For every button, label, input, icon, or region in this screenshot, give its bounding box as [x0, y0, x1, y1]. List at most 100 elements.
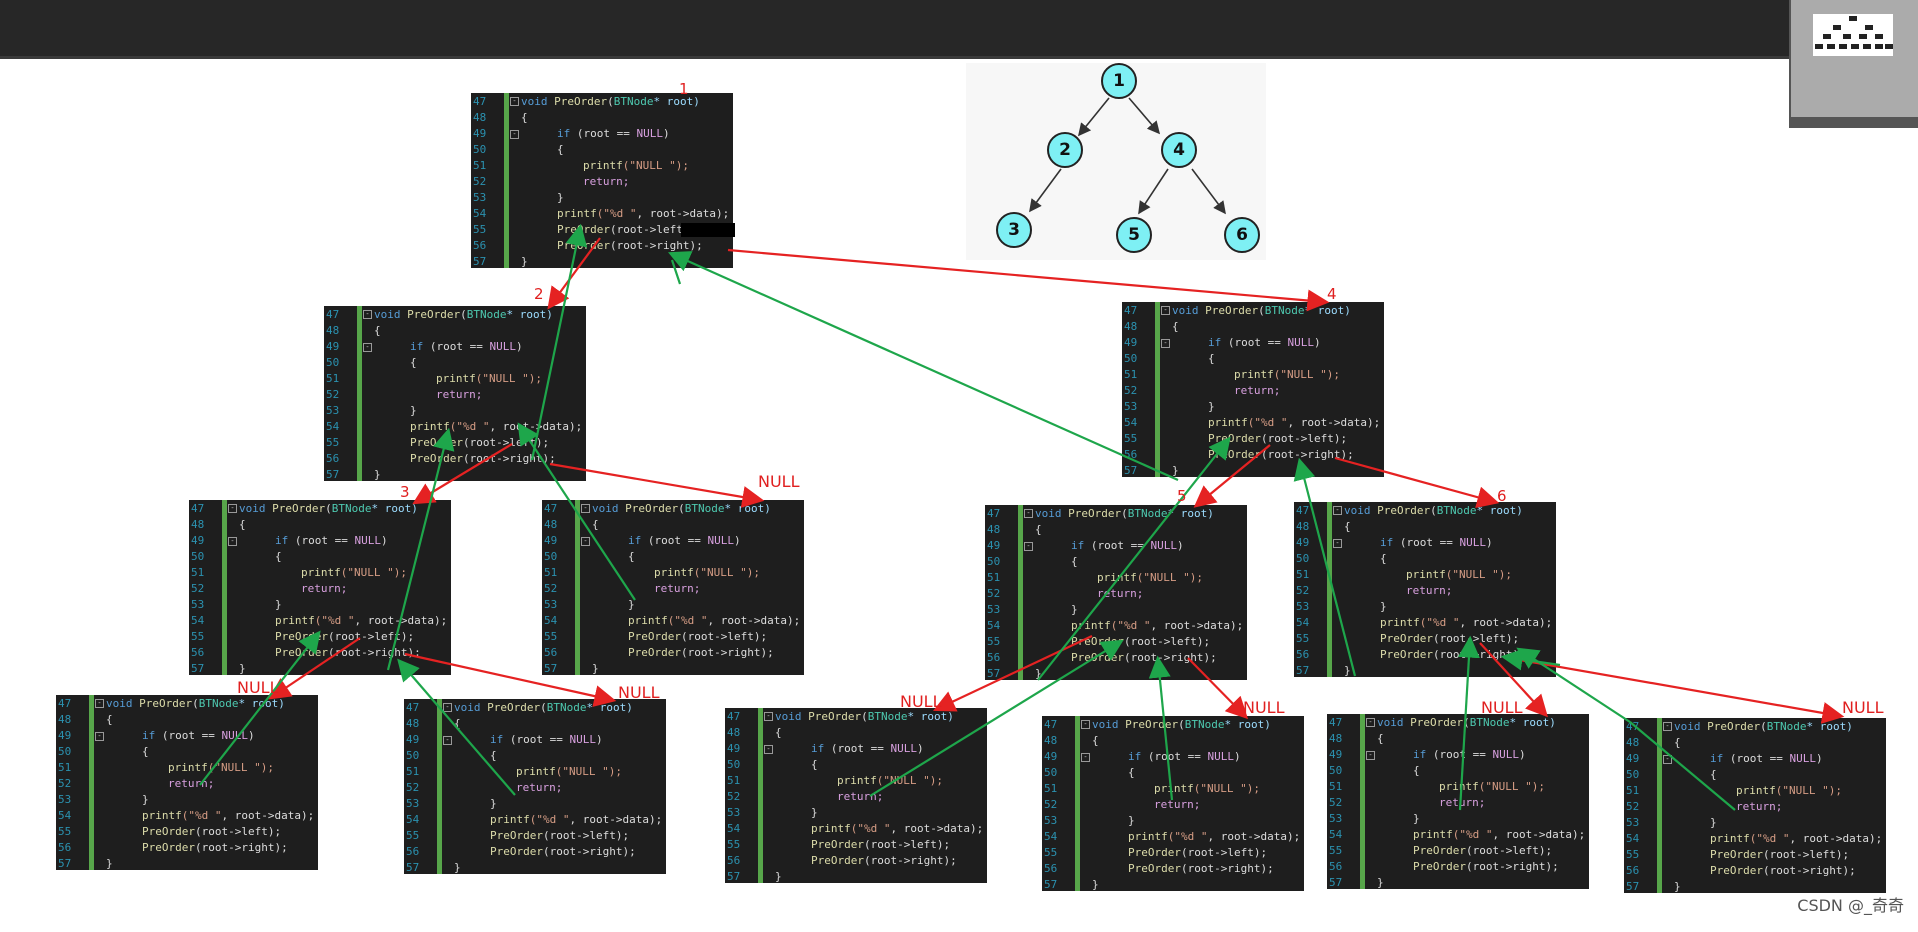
function-name: PreOrder: [487, 701, 541, 714]
code-constant: NULL: [1459, 536, 1486, 549]
code-text: , root->data);: [489, 420, 583, 433]
line-number: 54: [191, 614, 205, 627]
function-name: printf: [301, 566, 341, 579]
line-number: 57: [1296, 664, 1310, 677]
code-string: ("%d ": [181, 809, 222, 822]
call-label-2: 2: [534, 285, 544, 303]
code-text: ): [595, 733, 603, 746]
function-name: PreOrder: [1707, 720, 1761, 733]
line-number: 52: [1044, 798, 1058, 811]
code-text: }: [628, 598, 635, 611]
code-text: {: [1674, 736, 1681, 749]
function-name: PreOrder: [1128, 862, 1181, 875]
code-text: ): [1518, 748, 1526, 761]
code-string: ("%d ": [1110, 619, 1151, 632]
function-name: PreOrder: [1128, 846, 1181, 859]
code-text: }: [1035, 667, 1042, 680]
function-name: PreOrder: [628, 630, 681, 643]
function-name: PreOrder: [628, 646, 681, 659]
line-number: 54: [326, 420, 340, 433]
type-name: BTNode: [1264, 304, 1305, 317]
code-text: (root->right);: [863, 854, 957, 867]
code-string: ("NULL ");: [1445, 568, 1512, 581]
line-number: 53: [473, 191, 487, 204]
function-name: PreOrder: [142, 825, 195, 838]
function-name: PreOrder: [139, 697, 193, 710]
code-text: , root->data);: [354, 614, 448, 627]
code-text: (root ==: [641, 534, 708, 547]
code-string: ("%d ": [314, 614, 355, 627]
line-number: 57: [191, 662, 205, 675]
line-number: 52: [1296, 584, 1310, 597]
line-number: 56: [727, 854, 741, 867]
function-name: PreOrder: [1125, 718, 1179, 731]
line-number: 49: [544, 534, 558, 547]
minimap-thumbnail[interactable]: [1789, 0, 1918, 128]
code-text: {: [454, 717, 461, 730]
code-text: (root->left);: [1180, 846, 1268, 859]
code-constant: NULL: [221, 729, 248, 742]
line-number: 54: [58, 809, 72, 822]
line-number: 47: [1044, 718, 1058, 731]
code-text: }: [775, 870, 782, 883]
code-text: }: [1710, 816, 1717, 829]
line-number: 54: [1044, 830, 1058, 843]
call-label-6: 6: [1497, 487, 1507, 505]
line-number: 47: [58, 697, 72, 710]
code-string: ("NULL ");: [207, 761, 274, 774]
line-number: 55: [58, 825, 72, 838]
code-text: (root->right);: [542, 845, 636, 858]
code-constant: NULL: [1287, 336, 1314, 349]
code-keyword: void: [1172, 304, 1199, 317]
line-number: 52: [987, 587, 1001, 600]
code-keyword: if: [1128, 750, 1142, 763]
top-toolbar: [0, 0, 1790, 59]
code-text: {: [1413, 764, 1420, 777]
code-text: (root ==: [155, 729, 222, 742]
line-number: 47: [1296, 504, 1310, 517]
line-number: 51: [326, 372, 340, 385]
code-text: }: [490, 797, 497, 810]
function-name: printf: [1208, 416, 1248, 429]
function-name: PreOrder: [407, 308, 461, 321]
code-text: , root->data);: [221, 809, 315, 822]
code-text: {: [1035, 523, 1042, 536]
code-constant: NULL: [354, 534, 381, 547]
code-text: (root ==: [1426, 748, 1493, 761]
code-text: (root->right);: [1762, 864, 1856, 877]
code-text: (root->right);: [462, 452, 556, 465]
code-string: ("NULL ");: [475, 372, 542, 385]
line-number: 47: [987, 507, 1001, 520]
code-text: {: [1071, 555, 1078, 568]
line-number: 53: [191, 598, 205, 611]
code-keyword: if: [490, 733, 504, 746]
return-arrow: [667, 251, 1179, 482]
code-string: ("%d ": [449, 420, 490, 433]
code-constant: NULL: [1207, 750, 1234, 763]
line-number: 55: [1626, 848, 1640, 861]
tree-edge: [1128, 97, 1161, 135]
code-keyword: if: [1380, 536, 1394, 549]
line-number: 52: [58, 777, 72, 790]
line-number: 57: [1626, 880, 1640, 893]
type-name: BTNode: [613, 95, 654, 108]
code-text: ): [733, 534, 741, 547]
line-number: 52: [326, 388, 340, 401]
line-number: 57: [1044, 878, 1058, 891]
code-text: , root->data);: [1287, 416, 1381, 429]
code-keyword: return;: [1097, 587, 1144, 600]
code-text: (root->left);: [327, 630, 415, 643]
line-number: 50: [1044, 766, 1058, 779]
param-text: * root): [1224, 718, 1271, 731]
code-string: ("NULL ");: [340, 566, 407, 579]
code-text: , root->data);: [890, 822, 984, 835]
line-number: 53: [326, 404, 340, 417]
function-name: PreOrder: [490, 829, 543, 842]
null-label: NULL: [618, 683, 660, 702]
line-number: 47: [544, 502, 558, 515]
tree-node-6: 6: [1224, 217, 1260, 253]
line-number: 55: [1329, 844, 1343, 857]
line-number: 50: [406, 749, 420, 762]
